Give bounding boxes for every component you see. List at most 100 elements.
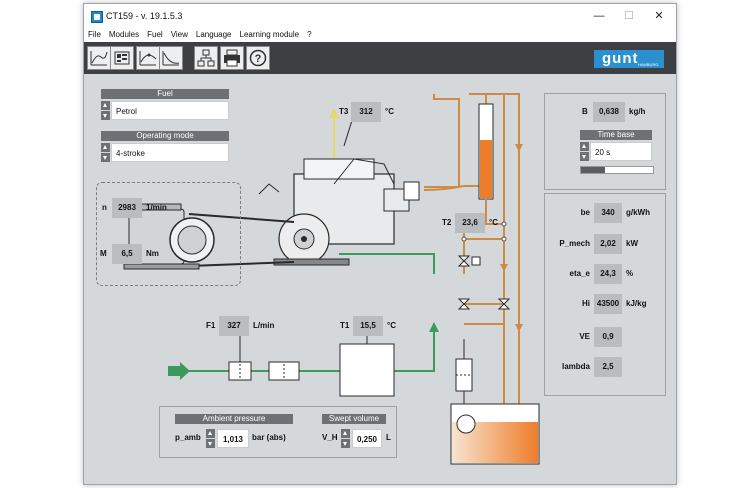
- minimize-button[interactable]: —: [593, 10, 605, 22]
- menu-modules[interactable]: Modules: [108, 30, 140, 39]
- B-value: 0,638: [593, 102, 625, 122]
- result-value: 2,5: [594, 357, 622, 377]
- ambient-panel: [159, 406, 397, 458]
- result-value: 43500: [594, 294, 622, 314]
- time-base-progress-fill: [581, 167, 605, 173]
- T1-unit: °C: [387, 321, 396, 330]
- operating-mode-down-arrow[interactable]: [101, 153, 110, 162]
- v-h-spinner[interactable]: [341, 429, 350, 448]
- T2-unit: °C: [489, 218, 498, 227]
- menu-help[interactable]: ?: [307, 30, 312, 39]
- p-amb-input[interactable]: 1,013: [217, 429, 249, 448]
- M-label: M: [100, 249, 107, 258]
- result-label: VE: [579, 332, 590, 341]
- time-base-input[interactable]: 20 s: [590, 142, 652, 161]
- B-unit: kg/h: [629, 107, 646, 116]
- fuel-spinner[interactable]: [101, 101, 110, 120]
- title-bar: CT159 - v. 19.1.5.3 — ☐ ✕: [84, 4, 676, 28]
- gunt-logo: gunt HAMBURG: [594, 50, 664, 68]
- v-h-down-arrow[interactable]: [341, 439, 350, 448]
- valve-icons: [457, 255, 511, 310]
- T3-value: 312: [351, 102, 381, 122]
- T2-label: T2: [442, 218, 452, 227]
- time-base-down-arrow[interactable]: [580, 152, 589, 161]
- results-panel: [544, 193, 666, 396]
- close-button[interactable]: ✕: [654, 10, 664, 22]
- menu-learning-module[interactable]: Learning module: [239, 30, 300, 39]
- window-title: CT159 - v. 19.1.5.3: [106, 11, 183, 21]
- time-base-header: Time base: [580, 130, 652, 140]
- menu-language[interactable]: Language: [195, 30, 232, 39]
- fuel-header: Fuel: [101, 89, 229, 99]
- process-schematic: Fuel Petrol Operating mode 4-stroke n 29…: [84, 74, 676, 484]
- result-unit: g/kWh: [626, 208, 650, 217]
- logo-subtext: HAMBURG: [638, 62, 659, 67]
- chart-curve-icon-2[interactable]: [136, 46, 160, 70]
- n-value: 2983: [112, 198, 142, 218]
- F1-unit: L/min: [253, 321, 275, 330]
- engine-drawing: [258, 158, 420, 266]
- consumption-panel: [544, 93, 666, 190]
- M-value: 6,5: [112, 244, 142, 264]
- menu-fuel[interactable]: Fuel: [147, 30, 163, 39]
- schematic-drawing: [123, 93, 540, 465]
- p-amb-label: p_amb: [175, 433, 201, 442]
- menu-file[interactable]: File: [88, 30, 101, 39]
- maximize-button[interactable]: ☐: [624, 10, 634, 22]
- time-base-spinner[interactable]: [580, 142, 589, 161]
- operating-mode-select[interactable]: 4-stroke: [111, 143, 229, 162]
- menu-bar: File Modules Fuel View Language Learning modu…: [84, 28, 676, 42]
- ambient-pressure-header: Ambient pressure: [175, 414, 293, 424]
- electric-motor-drawing: [123, 203, 215, 270]
- chart-curve-icon-3[interactable]: [159, 46, 183, 70]
- p-amb-down-arrow[interactable]: [206, 439, 215, 448]
- T1-label: T1: [340, 321, 350, 330]
- fuel-down-arrow[interactable]: [101, 111, 110, 120]
- printer-icon[interactable]: [220, 46, 244, 70]
- fuel-select[interactable]: Petrol: [111, 101, 229, 120]
- M-unit: Nm: [146, 249, 159, 258]
- n-unit: 1/min: [146, 203, 167, 212]
- operating-mode-spinner[interactable]: [101, 143, 110, 162]
- F1-label: F1: [206, 321, 216, 330]
- menu-view[interactable]: View: [170, 30, 188, 39]
- v-h-up-arrow[interactable]: [341, 429, 350, 438]
- result-unit: kW: [626, 239, 638, 248]
- T3-label: T3: [339, 107, 349, 116]
- motor-group: [96, 182, 241, 286]
- result-label: Hi: [582, 299, 590, 308]
- B-label: B: [582, 107, 588, 116]
- time-base-progress: [580, 166, 654, 174]
- p-amb-unit: bar (abs): [252, 433, 286, 442]
- network-icon[interactable]: [194, 46, 218, 70]
- result-value: 0,9: [594, 327, 622, 347]
- operating-mode-header: Operating mode: [101, 131, 229, 141]
- chart-curve-icon[interactable]: [87, 46, 111, 70]
- T3-unit: °C: [385, 107, 394, 116]
- app-icon: [91, 11, 103, 23]
- result-label: P_mech: [559, 239, 590, 248]
- result-label: eta_e: [569, 269, 590, 278]
- operating-mode-up-arrow[interactable]: [101, 143, 110, 152]
- result-unit: %: [626, 269, 634, 278]
- v-h-label: V_H: [322, 433, 338, 442]
- result-unit: kJ/kg: [626, 299, 647, 308]
- result-value: 2,02: [594, 234, 622, 254]
- swept-volume-header: Swept volume: [322, 414, 386, 424]
- toolbar: ? gunt HAMBURG: [84, 42, 676, 74]
- T2-value: 23,6: [455, 213, 485, 233]
- n-label: n: [102, 203, 107, 212]
- help-icon[interactable]: ?: [246, 46, 270, 70]
- result-value: 24,3: [594, 264, 622, 284]
- T1-value: 15,5: [353, 316, 383, 336]
- svg-text:?: ?: [255, 53, 262, 65]
- p-amb-up-arrow[interactable]: [206, 429, 215, 438]
- fuel-up-arrow[interactable]: [101, 101, 110, 110]
- dashboard-icon[interactable]: [110, 46, 134, 70]
- time-base-up-arrow[interactable]: [580, 142, 589, 151]
- v-h-input[interactable]: 0,250: [352, 429, 382, 448]
- result-label: be: [580, 208, 590, 217]
- v-h-unit: L: [386, 433, 391, 442]
- p-amb-spinner[interactable]: [206, 429, 215, 448]
